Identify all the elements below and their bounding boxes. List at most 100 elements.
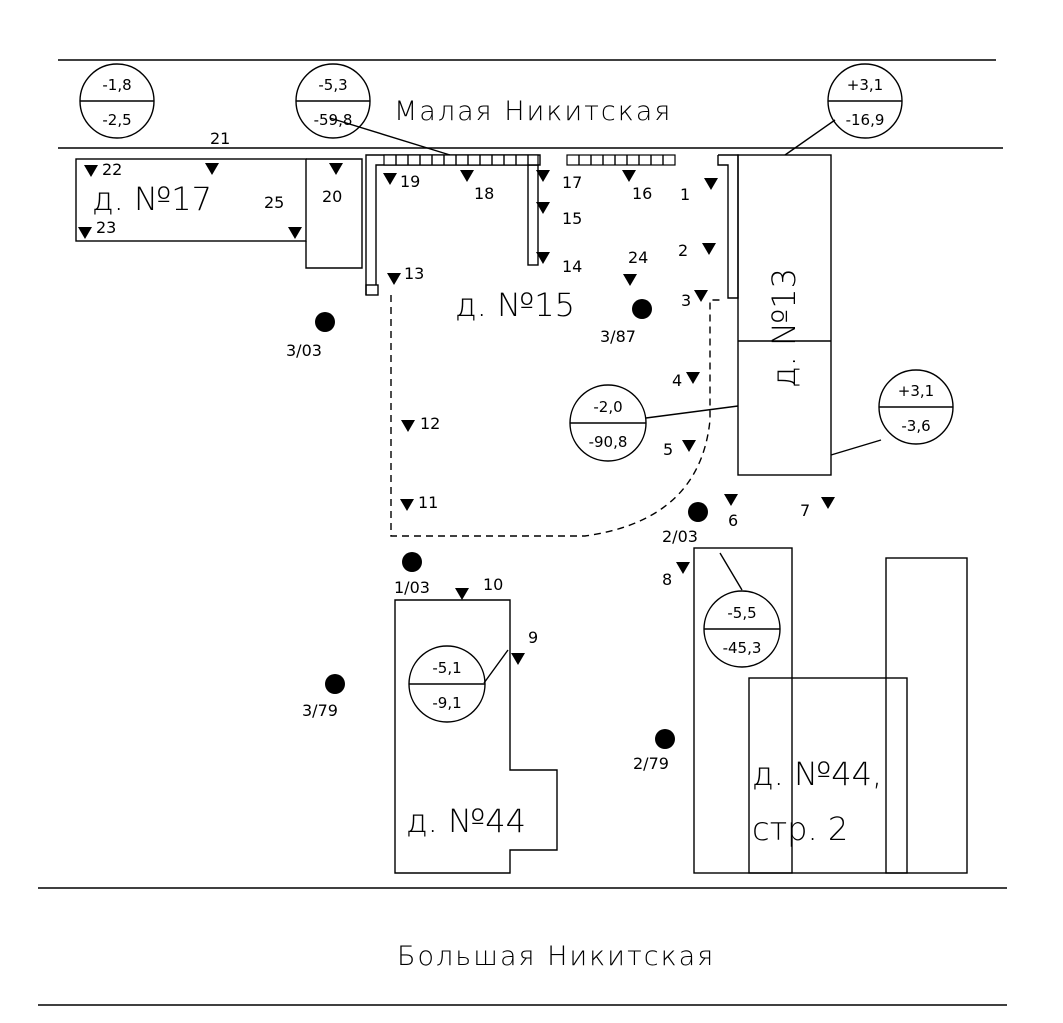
point-13-marker bbox=[387, 273, 401, 285]
point-20-label: 20 bbox=[322, 187, 342, 206]
callout-3-leader bbox=[784, 119, 836, 156]
point-23-marker bbox=[78, 227, 92, 239]
building-44-label: д. №44 bbox=[406, 802, 526, 840]
callout-7-top: -5,1 bbox=[432, 659, 461, 677]
point-5-label: 5 bbox=[663, 440, 673, 459]
building-44s2-main bbox=[748, 677, 908, 874]
point-9-marker bbox=[511, 653, 525, 665]
callout-3: +3,1 -16,9 bbox=[827, 63, 903, 139]
callout-2-bottom: -59,8 bbox=[314, 111, 353, 129]
building-13-label: д. №13 bbox=[765, 268, 803, 388]
point-25-marker bbox=[288, 227, 302, 239]
street-malaya-nikitskaya: Малая Никитская bbox=[394, 96, 672, 127]
callout-7: -5,1 -9,1 bbox=[408, 645, 486, 723]
building-17-annex bbox=[305, 158, 363, 269]
callout-5: +3,1 -3,6 bbox=[878, 369, 954, 445]
callout-3-top: +3,1 bbox=[847, 76, 883, 94]
building-15-wall-east bbox=[717, 154, 739, 299]
building-17-outline bbox=[75, 158, 307, 242]
point-3-marker bbox=[694, 290, 708, 302]
point-3-label: 3 bbox=[681, 291, 691, 310]
point-23-label: 23 bbox=[96, 218, 116, 237]
point-13-label: 13 bbox=[404, 264, 424, 283]
point-24-label: 24 bbox=[628, 248, 648, 267]
building-15-hatch-1 bbox=[383, 154, 539, 166]
callout-1-top: -1,8 bbox=[102, 76, 131, 94]
point-8-marker bbox=[676, 562, 690, 574]
building-15-corner bbox=[365, 284, 379, 296]
point-17-marker bbox=[536, 170, 550, 182]
callout-6: -5,5 -45,3 bbox=[703, 590, 781, 668]
building-15-hatch-2 bbox=[566, 154, 676, 166]
building-44s2-right-wing bbox=[885, 557, 968, 874]
well-1-03-marker bbox=[402, 552, 422, 572]
point-16-label: 16 bbox=[632, 184, 652, 203]
building-15-wall-north bbox=[365, 154, 541, 295]
point-15-marker bbox=[536, 202, 550, 214]
well-3-79-label: 3/79 bbox=[302, 701, 338, 720]
well-2-03-marker bbox=[688, 502, 708, 522]
point-11-label: 11 bbox=[418, 493, 438, 512]
point-24-marker bbox=[623, 274, 637, 286]
well-3-03-marker bbox=[315, 312, 335, 332]
point-18-label: 18 bbox=[474, 184, 494, 203]
building-17-label: д. №17 bbox=[92, 180, 212, 218]
point-5-marker bbox=[682, 440, 696, 452]
point-1-label: 1 bbox=[680, 185, 690, 204]
point-2-label: 2 bbox=[678, 241, 688, 260]
point-21-label: 21 bbox=[210, 129, 230, 148]
well-2-79-label: 2/79 bbox=[633, 754, 669, 773]
well-2-03-label: 2/03 bbox=[662, 527, 698, 546]
point-1-marker bbox=[704, 178, 718, 190]
well-3-03-label: 3/03 bbox=[286, 341, 322, 360]
point-16-marker bbox=[622, 170, 636, 182]
point-21-marker bbox=[205, 163, 219, 175]
point-11-marker bbox=[400, 499, 414, 511]
building-15-label: д. №15 bbox=[455, 286, 575, 324]
point-7-label: 7 bbox=[800, 501, 810, 520]
survey-points: 1 2 3 4 5 6 7 8 9 10 11 12 13 14 15 16 1 bbox=[78, 129, 835, 665]
point-6-marker bbox=[724, 494, 738, 506]
point-22-marker bbox=[84, 165, 98, 177]
point-9-label: 9 bbox=[528, 628, 538, 647]
building-44s2-left-wing bbox=[693, 547, 793, 874]
point-14-label: 14 bbox=[562, 257, 582, 276]
point-19-marker bbox=[383, 173, 397, 185]
callout-6-top: -5,5 bbox=[727, 604, 756, 622]
point-12-label: 12 bbox=[420, 414, 440, 433]
building-15-inner-wall bbox=[527, 164, 539, 266]
point-10-label: 10 bbox=[483, 575, 503, 594]
point-19-label: 19 bbox=[400, 172, 420, 191]
well-2-79-marker bbox=[655, 729, 675, 749]
callout-2-leader bbox=[329, 117, 451, 156]
building-44s2-label-line2: стр. 2 bbox=[752, 810, 848, 848]
callout-7-leader bbox=[483, 649, 509, 684]
callout-1: -1,8 -2,5 bbox=[79, 63, 155, 139]
callout-5-bottom: -3,6 bbox=[901, 417, 930, 435]
point-25-label: 25 bbox=[264, 193, 284, 212]
callout-4-top: -2,0 bbox=[593, 398, 622, 416]
building-44s2-label-line1: д. №44, bbox=[752, 755, 882, 793]
point-2-marker bbox=[702, 243, 716, 255]
callout-5-leader bbox=[830, 439, 882, 456]
callout-2: -5,3 -59,8 bbox=[295, 63, 371, 139]
callout-1-bottom: -2,5 bbox=[102, 111, 131, 129]
point-17-label: 17 bbox=[562, 173, 582, 192]
callout-7-bottom: -9,1 bbox=[432, 694, 461, 712]
callout-4-leader bbox=[645, 405, 739, 419]
well-3-87-label: 3/87 bbox=[600, 327, 636, 346]
point-4-marker bbox=[686, 372, 700, 384]
point-7-marker bbox=[821, 497, 835, 509]
building-44-outline bbox=[394, 599, 558, 874]
point-20-marker bbox=[329, 163, 343, 175]
building-15-dashed-footprint bbox=[390, 295, 720, 537]
point-4-label: 4 bbox=[672, 371, 682, 390]
callout-3-bottom: -16,9 bbox=[846, 111, 885, 129]
point-8-label: 8 bbox=[662, 570, 672, 589]
callout-4-bottom: -90,8 bbox=[589, 433, 628, 451]
well-3-79-marker bbox=[325, 674, 345, 694]
well-3-87-marker bbox=[632, 299, 652, 319]
point-12-marker bbox=[401, 420, 415, 432]
well-1-03-label: 1/03 bbox=[394, 578, 430, 597]
